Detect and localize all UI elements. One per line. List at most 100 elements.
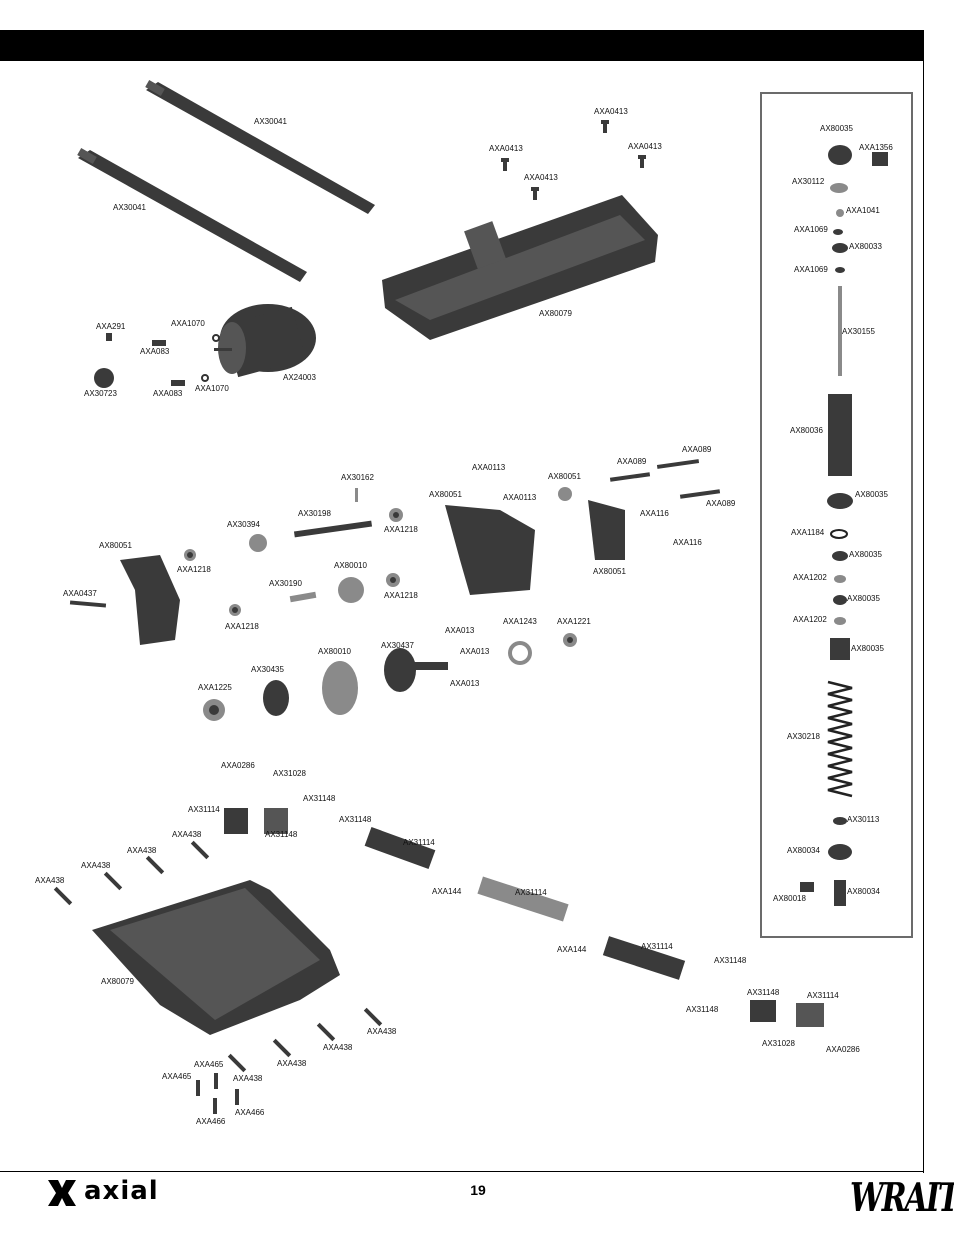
label-axa0413: AXA0413 xyxy=(594,107,628,116)
label-axa438: AXA438 xyxy=(172,830,202,839)
label-axa089: AXA089 xyxy=(617,457,647,466)
wraith-logo: WRAITH xyxy=(850,1172,954,1222)
bearing xyxy=(389,508,403,522)
label-ax31148: AX31148 xyxy=(265,830,298,839)
label-axa083: AXA083 xyxy=(140,347,170,356)
screw-axa0437 xyxy=(69,600,107,608)
shock-bladder xyxy=(830,183,848,193)
o-ring xyxy=(835,267,845,273)
skid-plate xyxy=(92,880,340,1035)
label-axa1069: AXA1069 xyxy=(794,265,828,274)
label-ax80035: AX80035 xyxy=(849,550,882,559)
shock-spacer xyxy=(834,617,846,625)
label-ax31028: AX31028 xyxy=(273,769,306,778)
page-number: 19 xyxy=(470,1182,486,1198)
label-axa1202: AXA1202 xyxy=(793,615,827,624)
label-axa0413: AXA0413 xyxy=(489,144,523,153)
label-ax80035: AX80035 xyxy=(855,490,888,499)
label-axa0413: AXA0413 xyxy=(628,142,662,151)
label-axa1070: AXA1070 xyxy=(195,384,229,393)
screw-axa438 xyxy=(363,1007,383,1027)
label-axa1202: AXA1202 xyxy=(793,573,827,582)
screw-axa465 xyxy=(196,1080,200,1096)
gear xyxy=(338,577,364,603)
rod-end xyxy=(834,880,846,906)
label-axa089: AXA089 xyxy=(706,499,736,508)
screw-axa466 xyxy=(235,1089,239,1105)
driveshaft-cup xyxy=(224,808,248,834)
label-axa083: AXA083 xyxy=(153,389,183,398)
shock-rod-end xyxy=(872,152,888,166)
label-axa013: AXA013 xyxy=(460,647,490,656)
label-axa1069: AXA1069 xyxy=(794,225,828,234)
label-ax31114: AX31114 xyxy=(515,888,547,897)
label-ax80051: AX80051 xyxy=(429,490,462,499)
screw-axa0413 xyxy=(501,158,509,171)
screw-axa438 xyxy=(53,886,73,906)
label-axa438: AXA438 xyxy=(367,1027,397,1036)
motor xyxy=(214,304,316,378)
label-ax31114: AX31114 xyxy=(403,838,435,847)
label-axa1218: AXA1218 xyxy=(225,622,259,631)
label-ax80033: AX80033 xyxy=(849,242,882,251)
bearing xyxy=(203,699,225,721)
label-ax30723: AX30723 xyxy=(84,389,117,398)
label-ax31148: AX31148 xyxy=(339,815,372,824)
shaft xyxy=(293,520,373,538)
label-ax30155: AX30155 xyxy=(842,327,875,336)
motor-screw xyxy=(171,380,185,386)
long-screw xyxy=(609,472,651,482)
spur-gear xyxy=(322,661,358,715)
shock-collar xyxy=(827,493,853,509)
label-axa466: AXA466 xyxy=(235,1108,265,1117)
label-ax80051: AX80051 xyxy=(99,541,132,550)
label-axa438: AXA438 xyxy=(35,876,65,885)
washer xyxy=(212,334,220,342)
label-ax30162: AX30162 xyxy=(341,473,374,482)
shock-piston xyxy=(832,243,848,253)
label-axa1221: AXA1221 xyxy=(557,617,591,626)
label-ax80051: AX80051 xyxy=(548,472,581,481)
label-ax30394: AX30394 xyxy=(227,520,260,529)
shock-cap xyxy=(828,145,852,165)
pinion-gear xyxy=(94,368,114,388)
screw-axa438 xyxy=(103,871,123,891)
label-ax30190: AX30190 xyxy=(269,579,302,588)
label-ax80051: AX80051 xyxy=(593,567,626,576)
shock-nut xyxy=(836,209,844,217)
label-axa466: AXA466 xyxy=(196,1117,226,1126)
label-axa291: AXA291 xyxy=(96,322,126,331)
label-ax31114: AX31114 xyxy=(641,942,673,951)
label-ax31028: AX31028 xyxy=(762,1039,795,1048)
screw-axa438 xyxy=(190,840,210,860)
screw-axa465 xyxy=(214,1073,218,1089)
driveshaft-cup xyxy=(750,1000,776,1022)
driveshaft-cup xyxy=(796,1003,824,1027)
label-ax80035: AX80035 xyxy=(820,124,853,133)
label-axa0286: AXA0286 xyxy=(221,761,255,770)
spring-cup xyxy=(833,817,847,825)
label-axa089: AXA089 xyxy=(682,445,712,454)
label-axa438: AXA438 xyxy=(127,846,157,855)
screw-axa466 xyxy=(213,1098,217,1114)
bearing xyxy=(386,573,400,587)
nut xyxy=(558,487,572,501)
battery-strap-upper xyxy=(145,80,375,214)
label-ax80035: AX80035 xyxy=(847,594,880,603)
label-ax80010: AX80010 xyxy=(318,647,351,656)
label-ax30041: AX30041 xyxy=(113,203,146,212)
label-axa1243: AXA1243 xyxy=(503,617,537,626)
label-axa1070: AXA1070 xyxy=(171,319,205,328)
screw-axa438 xyxy=(227,1053,247,1073)
label-ax31114: AX31114 xyxy=(188,805,220,814)
label-axa116: AXA116 xyxy=(673,538,702,547)
transmission-plate xyxy=(588,500,625,560)
driveshaft-tube xyxy=(364,826,436,870)
label-ax30041: AX30041 xyxy=(254,117,287,126)
screw-axa438 xyxy=(272,1038,292,1058)
screw-axa0413 xyxy=(531,187,539,200)
top-shaft xyxy=(384,648,448,692)
label-axa0286: AXA0286 xyxy=(826,1045,860,1054)
label-axa1225: AXA1225 xyxy=(198,683,232,692)
label-axa1218: AXA1218 xyxy=(177,565,211,574)
